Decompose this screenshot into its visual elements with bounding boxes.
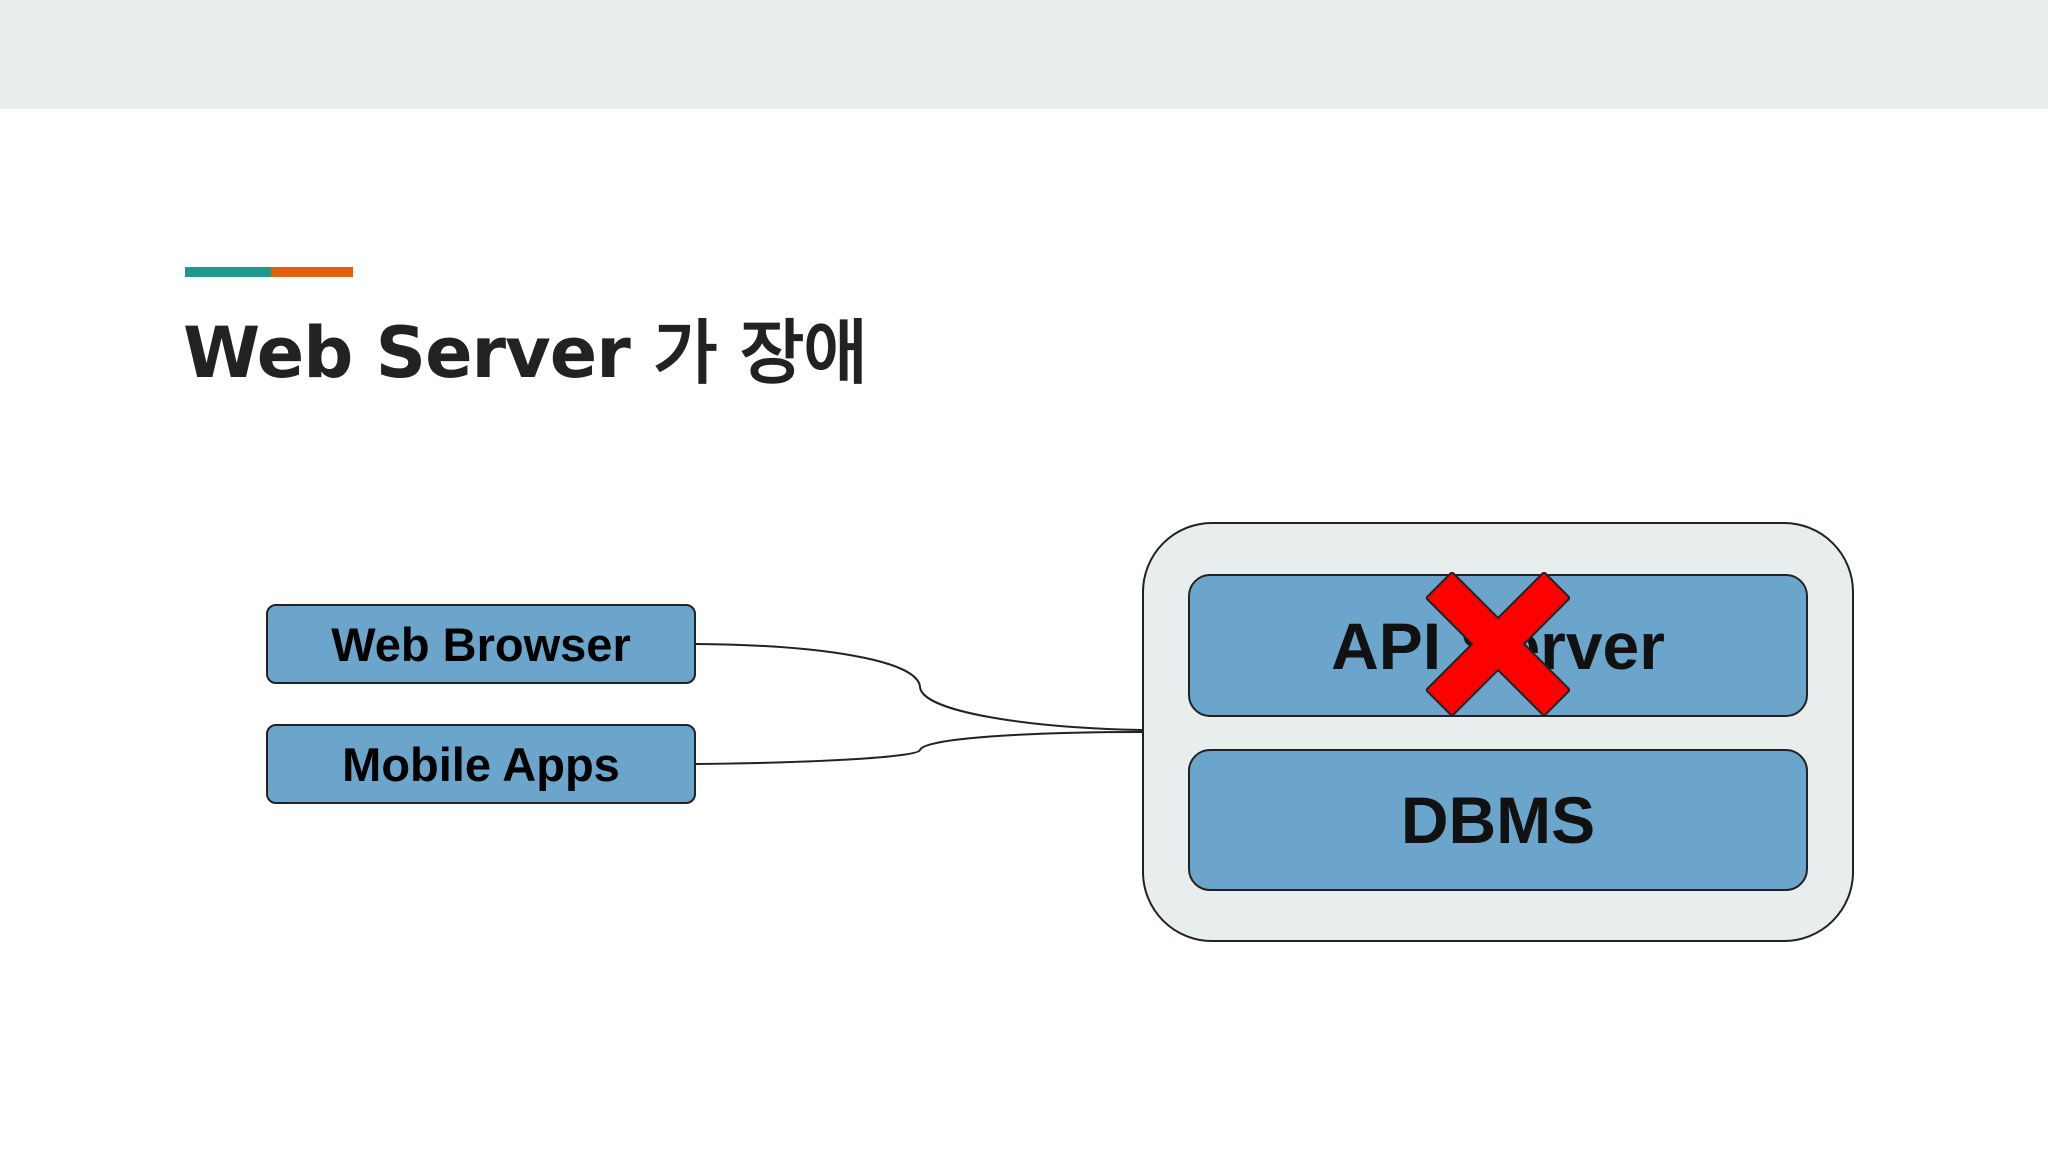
mobile-apps-box: Mobile Apps	[266, 724, 696, 804]
dbms-box: DBMS	[1188, 749, 1808, 891]
connector-web-browser	[695, 643, 1143, 731]
accent-bar-orange	[271, 267, 353, 277]
accent-bar-teal	[185, 267, 271, 277]
top-band	[0, 0, 2048, 109]
slide-title: Web Server 가 장애	[183, 312, 868, 394]
red-x-icon	[1426, 572, 1570, 716]
connector-mobile-apps	[695, 731, 1143, 765]
web-browser-box: Web Browser	[266, 604, 696, 684]
